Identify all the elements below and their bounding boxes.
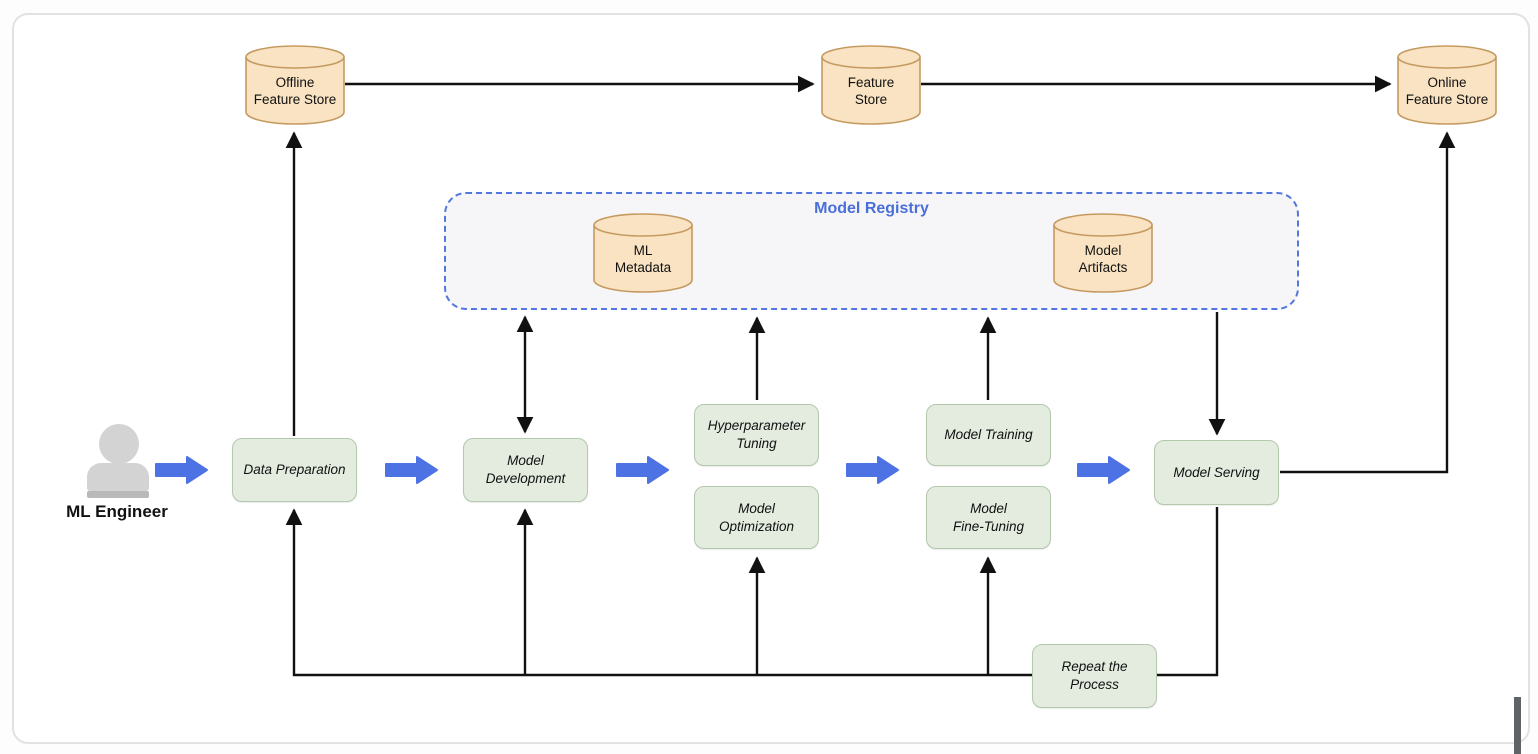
- offline-feature-store[interactable]: Offline Feature Store: [245, 45, 345, 125]
- process-model-fine-tuning[interactable]: Model Fine-Tuning: [926, 486, 1051, 549]
- card-frame: [12, 13, 1530, 744]
- online-feature-store-label: Online Feature Store: [1405, 75, 1489, 107]
- database-icon: [593, 213, 693, 293]
- process-repeat-the-process[interactable]: Repeat the Process: [1032, 644, 1157, 708]
- person-icon: [99, 424, 139, 464]
- ml-metadata-label: ML Metadata: [614, 243, 672, 275]
- person-icon: [87, 463, 149, 491]
- process-model-development[interactable]: Model Development: [463, 438, 588, 502]
- online-feature-store[interactable]: Online Feature Store: [1397, 45, 1497, 125]
- process-data-preparation[interactable]: Data Preparation: [232, 438, 357, 502]
- ml-metadata-store[interactable]: ML Metadata: [593, 213, 693, 293]
- process-hyperparameter-tuning[interactable]: Hyperparameter Tuning: [694, 404, 819, 466]
- feature-store[interactable]: Feature Store: [821, 45, 921, 125]
- process-model-optimization[interactable]: Model Optimization: [694, 486, 819, 549]
- process-model-serving[interactable]: Model Serving: [1154, 440, 1279, 505]
- model-artifacts-store[interactable]: Model Artifacts: [1053, 213, 1153, 293]
- model-registry-group: Model Registry: [444, 192, 1299, 310]
- person-icon: [87, 491, 149, 498]
- database-icon: [1053, 213, 1153, 293]
- process-model-training[interactable]: Model Training: [926, 404, 1051, 466]
- feature-store-label: Feature Store: [847, 75, 895, 107]
- database-icon: [245, 45, 345, 125]
- scrollbar-thumb[interactable]: [1514, 697, 1521, 754]
- database-icon: [821, 45, 921, 125]
- model-registry-title: Model Registry: [814, 200, 929, 217]
- ml-engineer-label: ML Engineer: [66, 502, 168, 521]
- model-artifacts-label: Model Artifacts: [1078, 243, 1128, 275]
- database-icon: [1397, 45, 1497, 125]
- offline-feature-store-label: Offline Feature Store: [253, 75, 337, 107]
